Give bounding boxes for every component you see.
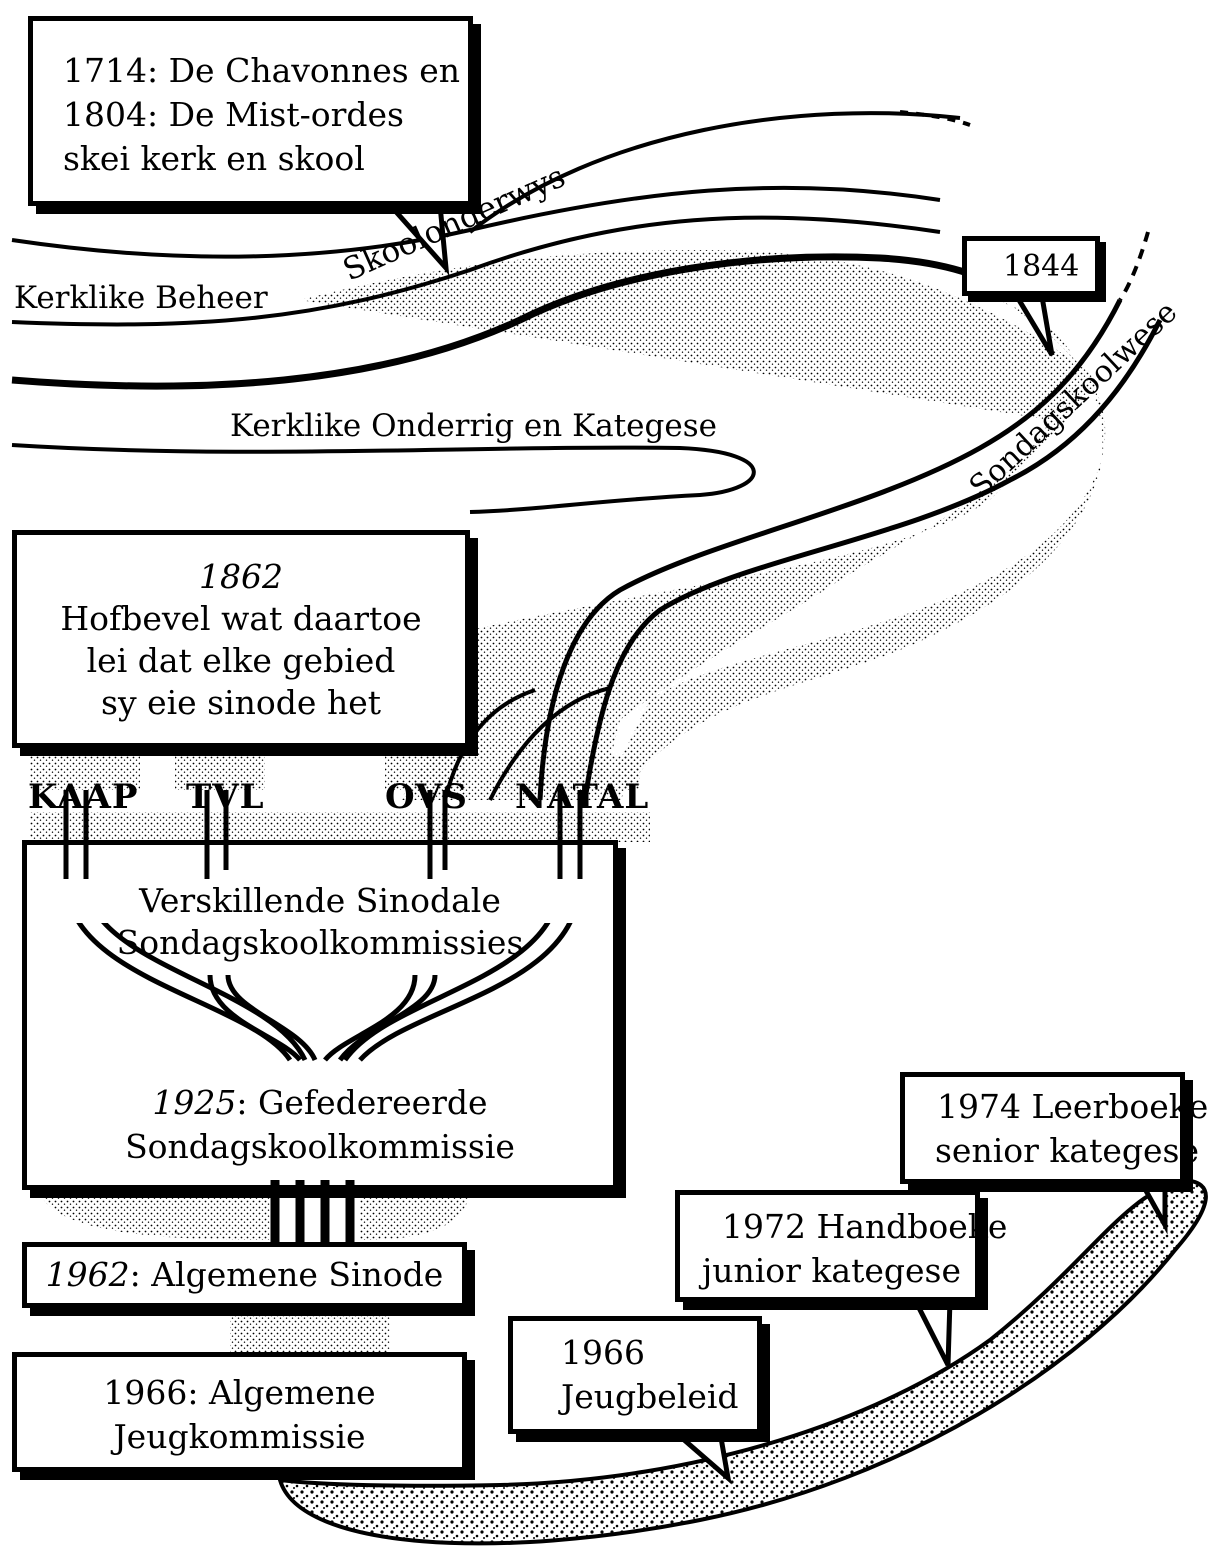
box-1862: 1862 Hofbevel wat daartoe lei dat elke g… — [12, 530, 470, 748]
box-1962-colon: : — [129, 1255, 141, 1294]
stream-kategese-inner — [11, 443, 756, 514]
box-1962-line: 1962: Algemene Sinode — [27, 1253, 462, 1297]
stipple-below-regions — [30, 812, 650, 842]
synodal-line2: Sondagskoolkommissies — [116, 923, 524, 962]
callout-1972-line2: junior kategese — [702, 1251, 962, 1290]
connector-1925-1962 — [270, 1180, 355, 1245]
stream-top-arc — [468, 111, 961, 234]
stipple-sondag — [600, 300, 1106, 800]
stream-kategese-top — [11, 253, 1012, 390]
region-kaap: KAAP — [28, 777, 139, 817]
stipple-kaap — [30, 755, 140, 790]
synodal-line1: Verskillende Sinodale — [27, 879, 613, 923]
stipple-tvl — [175, 755, 265, 790]
synodal-line4: Sondagskoolkommissie — [125, 1127, 515, 1166]
stipple-upper — [300, 250, 1100, 800]
stream-top-dashed — [899, 110, 971, 127]
callout-1714-line2: 1804: De Mist-ordes — [63, 95, 404, 134]
stipple-mid — [230, 1310, 390, 1355]
box-1862-line2: lei dat elke gebied — [86, 641, 396, 680]
label-kerklike-beheer: Kerklike Beheer — [14, 280, 268, 316]
stream-sondag-arc — [488, 686, 611, 801]
synodal-line3-text: Gefedereerde — [247, 1083, 488, 1122]
synodal-colon: : — [236, 1083, 248, 1122]
callout-1972: 1972 Handboeke junior kategese — [675, 1190, 1007, 1302]
box-sinodale: Verskillende Sinodale Sondagskoolkommiss… — [22, 840, 618, 1190]
callout-1714: 1714: De Chavonnes en 1804: De Mist-orde… — [28, 16, 473, 206]
callout-1714-line3: skei kerk en skool — [63, 139, 365, 178]
label-kerklike-onderrig: Kerklike Onderrig en Kategese — [230, 408, 717, 444]
box-1962: 1962: Algemene Sinode — [22, 1242, 467, 1308]
box-1966-line2: Jeugkommissie — [113, 1417, 366, 1456]
box-1966-line1: 1966: Algemene — [103, 1373, 376, 1412]
callout-1972-line1: 1972 Handboeke — [722, 1207, 1008, 1246]
pointer-1972 — [910, 1297, 953, 1367]
box-1862-line1: Hofbevel wat daartoe — [60, 599, 422, 638]
synodal-line3: 1925: Gefedereerde — [27, 1081, 613, 1125]
callout-1974: 1974 Leerboeke senior kategese — [900, 1072, 1208, 1184]
stream-kerklike-beheer-bottom — [11, 215, 941, 327]
box-1962-text: Algemene Sinode — [140, 1255, 444, 1294]
callout-1966-line2: Jeugbeleid — [561, 1377, 739, 1416]
stipple-ovs — [385, 755, 465, 790]
stream-sondag-dashed — [1118, 231, 1150, 302]
box-1862-year: 1862 — [199, 557, 283, 596]
stipple-bottom-left — [40, 1195, 470, 1240]
callout-1844-text: 1844 — [1003, 249, 1080, 284]
callout-1714-line1: 1714: De Chavonnes en — [63, 51, 460, 90]
region-natal: NATAL — [515, 777, 650, 817]
box-1962-year: 1962 — [45, 1255, 130, 1294]
box-1862-line3: sy eie sinode het — [101, 683, 381, 722]
region-ovs: OVS — [385, 777, 468, 817]
stream-sondag-inner — [537, 298, 1123, 801]
callout-1966-line1: 1966 — [561, 1333, 645, 1372]
region-tvl: TVL — [186, 777, 265, 817]
stream-sondag-outer — [582, 318, 1163, 801]
stipple-natal — [520, 755, 640, 790]
callout-1974-line1: 1974 Leerboeke — [937, 1087, 1209, 1126]
box-1966-jeugkommissie: 1966: Algemene Jeugkommissie — [12, 1352, 467, 1472]
synodal-year-1925: 1925 — [152, 1083, 237, 1122]
callout-1844: 1844 — [962, 236, 1100, 296]
callout-1974-line2: senior kategese — [935, 1131, 1199, 1170]
callout-1966-jeugbeleid: 1966 Jeugbeleid — [508, 1316, 762, 1434]
